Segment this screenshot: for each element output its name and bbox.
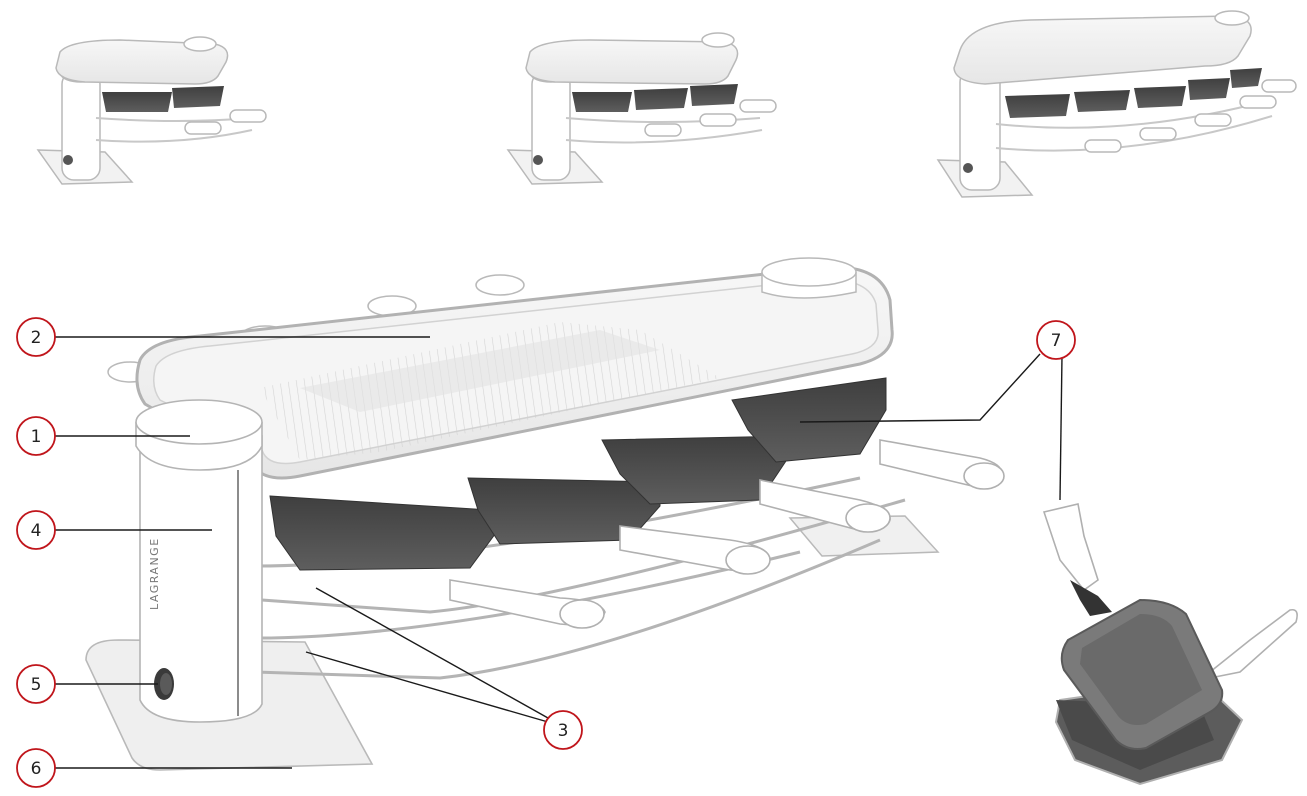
power-button-icon	[154, 668, 174, 700]
svg-text:6: 6	[31, 759, 42, 779]
svg-text:5: 5	[31, 675, 42, 695]
brand-label: LAGRANGE	[148, 537, 161, 610]
heating-column	[139, 435, 263, 723]
variant-thumbnail-6-pans	[936, 10, 1297, 198]
svg-text:2: 2	[31, 328, 42, 348]
svg-text:1: 1	[31, 427, 42, 447]
leader-lines	[55, 336, 1063, 769]
svg-text:4: 4	[31, 521, 42, 541]
pan-handle-icon	[1042, 503, 1099, 592]
callout-7: 7	[1036, 320, 1076, 360]
main-raclette-illustration: LAGRANGE	[85, 257, 1005, 771]
top-cap	[135, 399, 263, 445]
variant-thumbnail-4-pans	[506, 32, 777, 185]
svg-text:3: 3	[558, 721, 569, 741]
svg-text:7: 7	[1051, 331, 1062, 351]
variant-thumbnail-2-pans	[36, 36, 267, 185]
detached-pans-illustration	[1042, 503, 1298, 786]
raclette-pans	[269, 377, 887, 571]
callout-6: 6	[16, 748, 56, 788]
callout-1: 1	[16, 416, 56, 456]
callout-5: 5	[16, 664, 56, 704]
callout-4: 4	[16, 510, 56, 550]
pan-handles	[449, 439, 1005, 629]
callout-2: 2	[16, 317, 56, 357]
callout-3: 3	[543, 710, 583, 750]
